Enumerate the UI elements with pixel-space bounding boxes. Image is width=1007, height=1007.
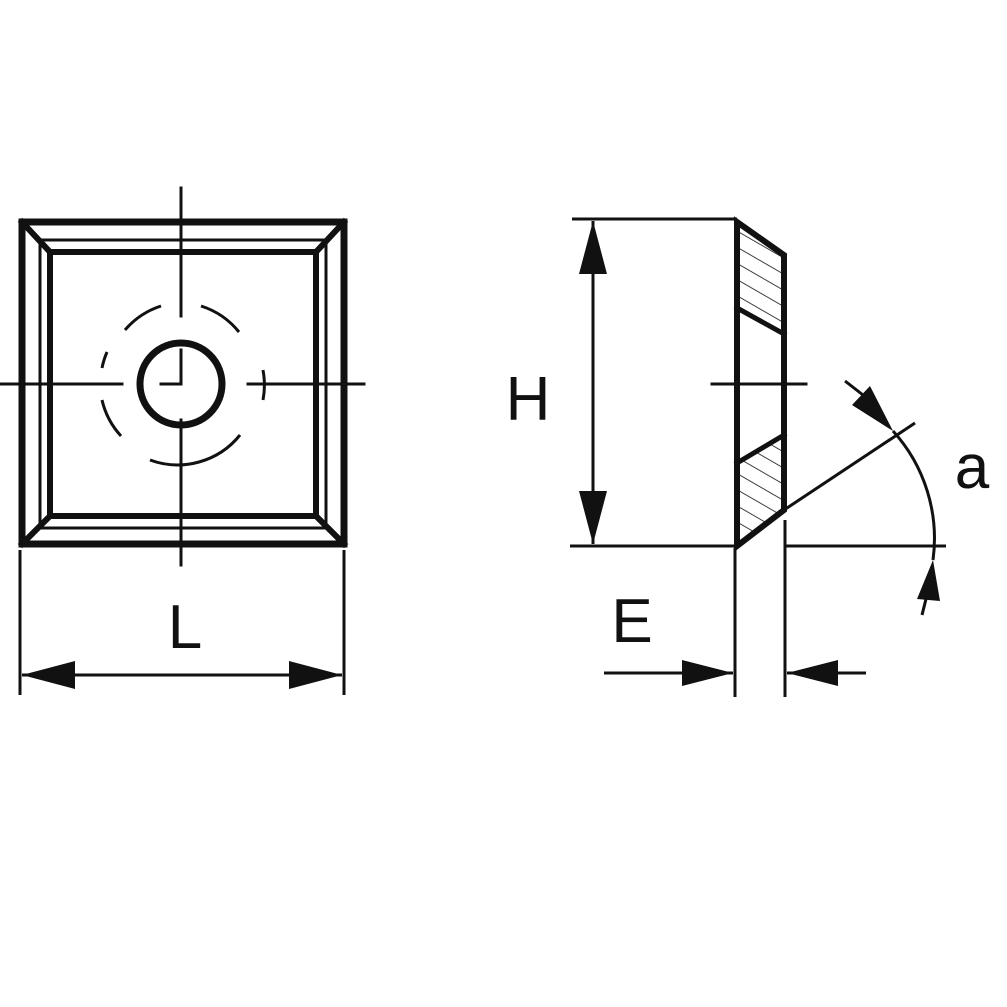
hole-centerlines [0,186,366,567]
dimension-length [18,550,346,695]
dimension-label-angle: a [955,433,990,502]
arrowhead [787,660,838,686]
arrowhead [682,660,733,686]
arrowhead [852,386,893,431]
dimension-label-length: L [168,593,202,662]
insert-side-lines [38,238,328,530]
dimension-label-height: H [506,365,551,434]
arrowhead [579,491,607,544]
arrowhead [579,221,607,274]
insert-corner-chamfers [17,217,349,549]
bolt-circle-dashed [100,304,266,467]
dimension-thickness [604,520,866,697]
section-boundaries [733,304,788,467]
dimension-angle [783,379,946,616]
dimension-height [570,217,737,548]
arrowhead [917,560,940,601]
side-view [710,216,808,553]
dimension-label-thickness: E [611,587,652,656]
front-view [0,186,366,567]
arrowhead [289,661,342,689]
arrowhead [22,661,75,689]
